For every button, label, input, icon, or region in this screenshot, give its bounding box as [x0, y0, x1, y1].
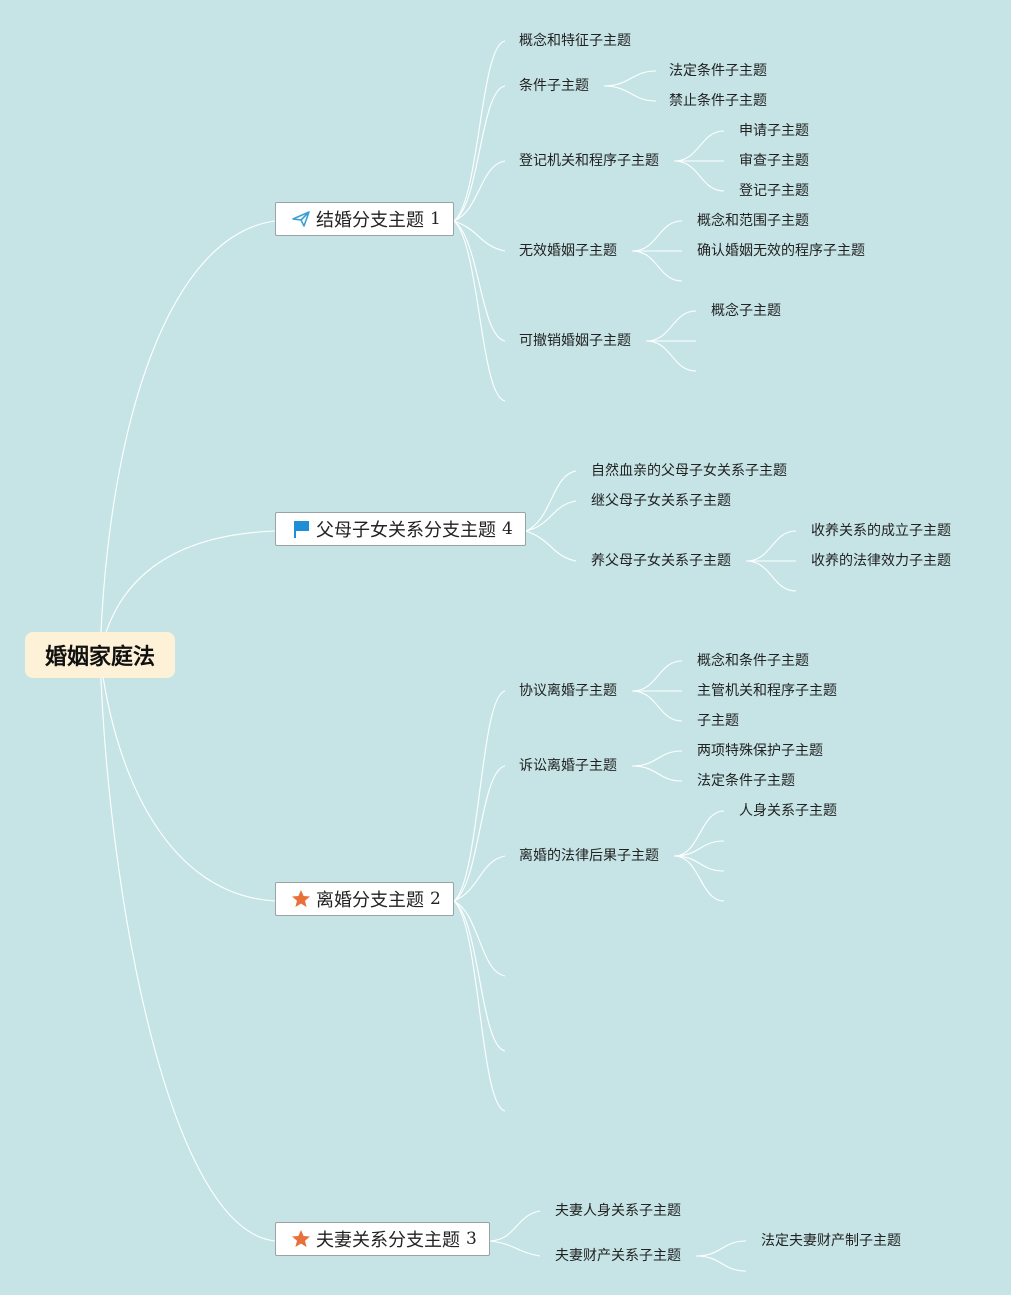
subtopic[interactable]: 主管机关和程序子主题: [697, 683, 837, 699]
subtopic[interactable]: 概念和特征子主题: [519, 33, 631, 49]
subtopic[interactable]: 概念子主题: [711, 303, 781, 319]
subtopic[interactable]: 继父母子女关系子主题: [591, 493, 731, 509]
branch-topic-divorce[interactable]: 离婚分支主题 2: [275, 882, 454, 916]
subtopic[interactable]: 收养关系的成立子主题: [811, 523, 951, 539]
connector: [99, 654, 276, 1242]
connector: [453, 220, 506, 252]
branch-topic-parent-child[interactable]: 父母子女关系分支主题 4: [275, 512, 526, 546]
connector: [453, 900, 506, 977]
star-icon: [290, 1228, 312, 1250]
branch-topic-spouse[interactable]: 夫妻关系分支主题 3: [275, 1222, 490, 1256]
branch-number: 3: [466, 1229, 477, 1249]
subtopic[interactable]: 夫妻人身关系子主题: [555, 1203, 681, 1219]
paper-plane-icon: [290, 208, 312, 230]
connector: [525, 470, 577, 532]
subtopic[interactable]: 子主题: [697, 713, 739, 729]
connector: [453, 160, 506, 222]
connector: [673, 840, 725, 857]
connector: [695, 1255, 747, 1272]
flag-icon: [290, 518, 312, 540]
connector: [645, 310, 697, 342]
connector: [99, 654, 276, 902]
connector: [99, 530, 276, 656]
connector: [453, 765, 506, 902]
connector: [673, 130, 725, 162]
star-icon: [290, 888, 312, 910]
connector: [489, 1210, 541, 1242]
subtopic[interactable]: 两项特殊保护子主题: [697, 743, 823, 759]
branch-number: 2: [430, 889, 441, 909]
subtopic[interactable]: 养父母子女关系子主题: [591, 553, 731, 569]
subtopic[interactable]: 概念和条件子主题: [697, 653, 809, 669]
root-topic-label: 婚姻家庭法: [44, 645, 155, 670]
branch-label: 结婚分支主题: [316, 210, 424, 231]
subtopic[interactable]: 协议离婚子主题: [519, 683, 617, 699]
subtopic[interactable]: 离婚的法律后果子主题: [519, 848, 659, 864]
connector: [453, 220, 506, 402]
connector: [673, 855, 725, 872]
branch-topic-marriage[interactable]: 结婚分支主题 1: [275, 202, 454, 236]
connector: [99, 220, 276, 656]
subtopic[interactable]: 审查子主题: [739, 153, 809, 169]
subtopic[interactable]: 法定条件子主题: [697, 773, 795, 789]
connector: [631, 690, 683, 722]
connector: [631, 250, 683, 282]
subtopic[interactable]: 无效婚姻子主题: [519, 243, 617, 259]
subtopic[interactable]: 法定条件子主题: [669, 63, 767, 79]
connector: [631, 220, 683, 252]
connector: [603, 70, 657, 87]
subtopic[interactable]: 申请子主题: [739, 123, 809, 139]
connector: [673, 855, 725, 902]
subtopic[interactable]: 条件子主题: [519, 78, 589, 94]
subtopic[interactable]: 确认婚姻无效的程序子主题: [697, 243, 865, 259]
connector: [673, 810, 725, 857]
connector: [525, 500, 577, 532]
subtopic[interactable]: 自然血亲的父母子女关系子主题: [591, 463, 787, 479]
subtopic[interactable]: 登记机关和程序子主题: [519, 153, 659, 169]
subtopic[interactable]: 禁止条件子主题: [669, 93, 767, 109]
branch-number: 1: [430, 209, 441, 229]
subtopic[interactable]: 诉讼离婚子主题: [519, 758, 617, 774]
branch-number: 4: [502, 519, 513, 539]
connector: [489, 1240, 541, 1257]
connector: [603, 85, 657, 102]
connector: [645, 340, 697, 372]
branch-label: 离婚分支主题: [316, 890, 424, 911]
connector: [631, 660, 683, 692]
connector: [453, 220, 506, 342]
subtopic[interactable]: 人身关系子主题: [739, 803, 837, 819]
connector: [453, 85, 506, 222]
connector: [453, 900, 506, 1112]
connector: [631, 765, 683, 782]
connector: [453, 690, 506, 902]
branch-label: 夫妻关系分支主题: [316, 1230, 460, 1251]
connector: [453, 855, 506, 902]
connector: [525, 530, 577, 562]
connector: [453, 40, 506, 222]
subtopic[interactable]: 可撤销婚姻子主题: [519, 333, 631, 349]
subtopic[interactable]: 法定夫妻财产制子主题: [761, 1233, 901, 1249]
connector: [631, 750, 683, 767]
subtopic[interactable]: 夫妻财产关系子主题: [555, 1248, 681, 1264]
connector: [453, 900, 506, 1052]
connector: [673, 160, 725, 192]
connector: [745, 560, 797, 592]
connector: [745, 530, 797, 562]
branch-label: 父母子女关系分支主题: [316, 520, 496, 541]
subtopic[interactable]: 收养的法律效力子主题: [811, 553, 951, 569]
connector: [695, 1240, 747, 1257]
subtopic[interactable]: 概念和范围子主题: [697, 213, 809, 229]
root-topic[interactable]: 婚姻家庭法: [25, 632, 175, 678]
subtopic[interactable]: 登记子主题: [739, 183, 809, 199]
